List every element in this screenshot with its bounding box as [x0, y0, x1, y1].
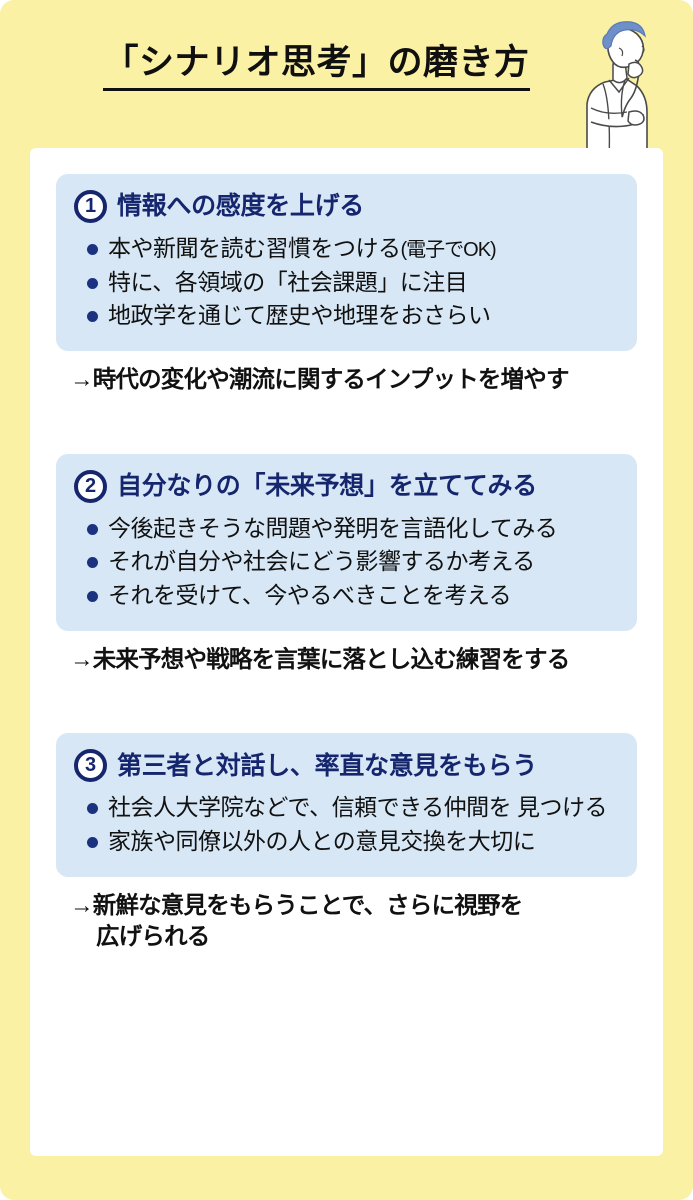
section-gap-2 [30, 675, 663, 733]
step-section-2: 2 自分なりの「未来予想」を立ててみる 今後起きそうな問題や発明を言語化してみる… [30, 453, 663, 676]
list-item: 社会人大学院などで、信頼できる仲間を 見つける [86, 791, 619, 824]
thinking-man-illustration [551, 12, 667, 162]
step-badge-2: 2 [74, 469, 107, 503]
step-header-3: 3 第三者と対話し、率直な意見をもらう [74, 749, 619, 783]
card-top-spacer [30, 148, 663, 174]
list-item: それが自分や社会にどう影響するか考える [86, 545, 619, 578]
poster-header: 「シナリオ思考」の磨き方 [0, 0, 693, 162]
content-card: 1 情報への感度を上げる 本や新聞を読む習慣をつける(電子でOK) 特に、各領域… [30, 148, 663, 1156]
bullet-text: それが自分や社会にどう影響するか考える [108, 548, 535, 575]
section-gap-1 [30, 396, 663, 454]
list-item: 今後起きそうな問題や発明を言語化してみる [86, 512, 619, 545]
step-conclusion-2: →未来予想や戦略を言葉に落とし込む練習をする [56, 644, 637, 676]
step-bullets-2: 今後起きそうな問題や発明を言語化してみる それが自分や社会にどう影響するか考える… [74, 512, 619, 612]
step-header-1: 1 情報への感度を上げる [74, 190, 619, 223]
list-item: それを受けて、今やるべきことを考える [86, 579, 619, 612]
list-item: 家族や同僚以外の人との意見交換を大切に [86, 825, 619, 858]
step-section-3: 3 第三者と対話し、率直な意見をもらう 社会人大学院などで、信頼できる仲間を 見… [30, 733, 663, 953]
bullet-text: 本や新聞を読む習慣をつける [108, 235, 401, 261]
step-section-1: 1 情報への感度を上げる 本や新聞を読む習慣をつける(電子でOK) 特に、各領域… [30, 174, 663, 396]
conclusion-text: →新鮮な意見をもらうことで、さらに視野を [70, 891, 523, 918]
step-title-2: 自分なりの「未来予想」を立ててみる [117, 471, 537, 500]
list-item: 本や新聞を読む習慣をつける(電子でOK) [86, 232, 619, 265]
bullet-text: 地政学を通じて歴史や地理をおさらい [108, 302, 491, 329]
step-bullets-3: 社会人大学院などで、信頼できる仲間を 見つける 家族や同僚以外の人との意見交換を… [74, 791, 619, 857]
conclusion-text-continued: 広げられる [96, 923, 210, 950]
step-panel-1: 1 情報への感度を上げる 本や新聞を読む習慣をつける(電子でOK) 特に、各領域… [56, 174, 637, 351]
step-panel-3: 3 第三者と対話し、率直な意見をもらう 社会人大学院などで、信頼できる仲間を 見… [56, 733, 637, 877]
step-conclusion-3: →新鮮な意見をもらうことで、さらに視野を 広げられる [56, 890, 637, 953]
step-conclusion-1: →時代の変化や潮流に関するインプットを増やす [56, 364, 637, 396]
conclusion-text: →時代の変化や潮流に関するインプットを増やす [70, 365, 570, 392]
step-bullets-1: 本や新聞を読む習慣をつける(電子でOK) 特に、各領域の「社会課題」に注目 地政… [74, 232, 619, 332]
step-panel-2: 2 自分なりの「未来予想」を立ててみる 今後起きそうな問題や発明を言語化してみる… [56, 453, 637, 631]
list-item: 特に、各領域の「社会課題」に注目 [86, 266, 619, 299]
bullet-text: 今後起きそうな問題や発明を言語化してみる [108, 514, 558, 541]
step-title-1: 情報への感度を上げる [117, 192, 365, 221]
bullet-text: 社会人大学院などで、信頼できる仲間を 見つける [108, 794, 608, 821]
step-badge-1: 1 [74, 190, 107, 223]
list-item: 地政学を通じて歴史や地理をおさらい [86, 299, 619, 332]
conclusion-text: →未来予想や戦略を言葉に落とし込む練習をする [70, 645, 570, 672]
bullet-text: 家族や同僚以外の人との意見交換を大切に [108, 828, 536, 855]
step-title-3: 第三者と対話し、率直な意見をもらう [117, 751, 537, 780]
bullet-suffix: (電子でOK) [400, 239, 497, 261]
bullet-text: 特に、各領域の「社会課題」に注目 [108, 268, 468, 295]
bullet-text: それを受けて、今やるべきことを考える [108, 582, 512, 608]
step-header-2: 2 自分なりの「未来予想」を立ててみる [74, 469, 619, 503]
page-title: 「シナリオ思考」の磨き方 [103, 43, 530, 91]
step-badge-3: 3 [74, 749, 107, 783]
title-container: 「シナリオ思考」の磨き方 [0, 43, 693, 91]
